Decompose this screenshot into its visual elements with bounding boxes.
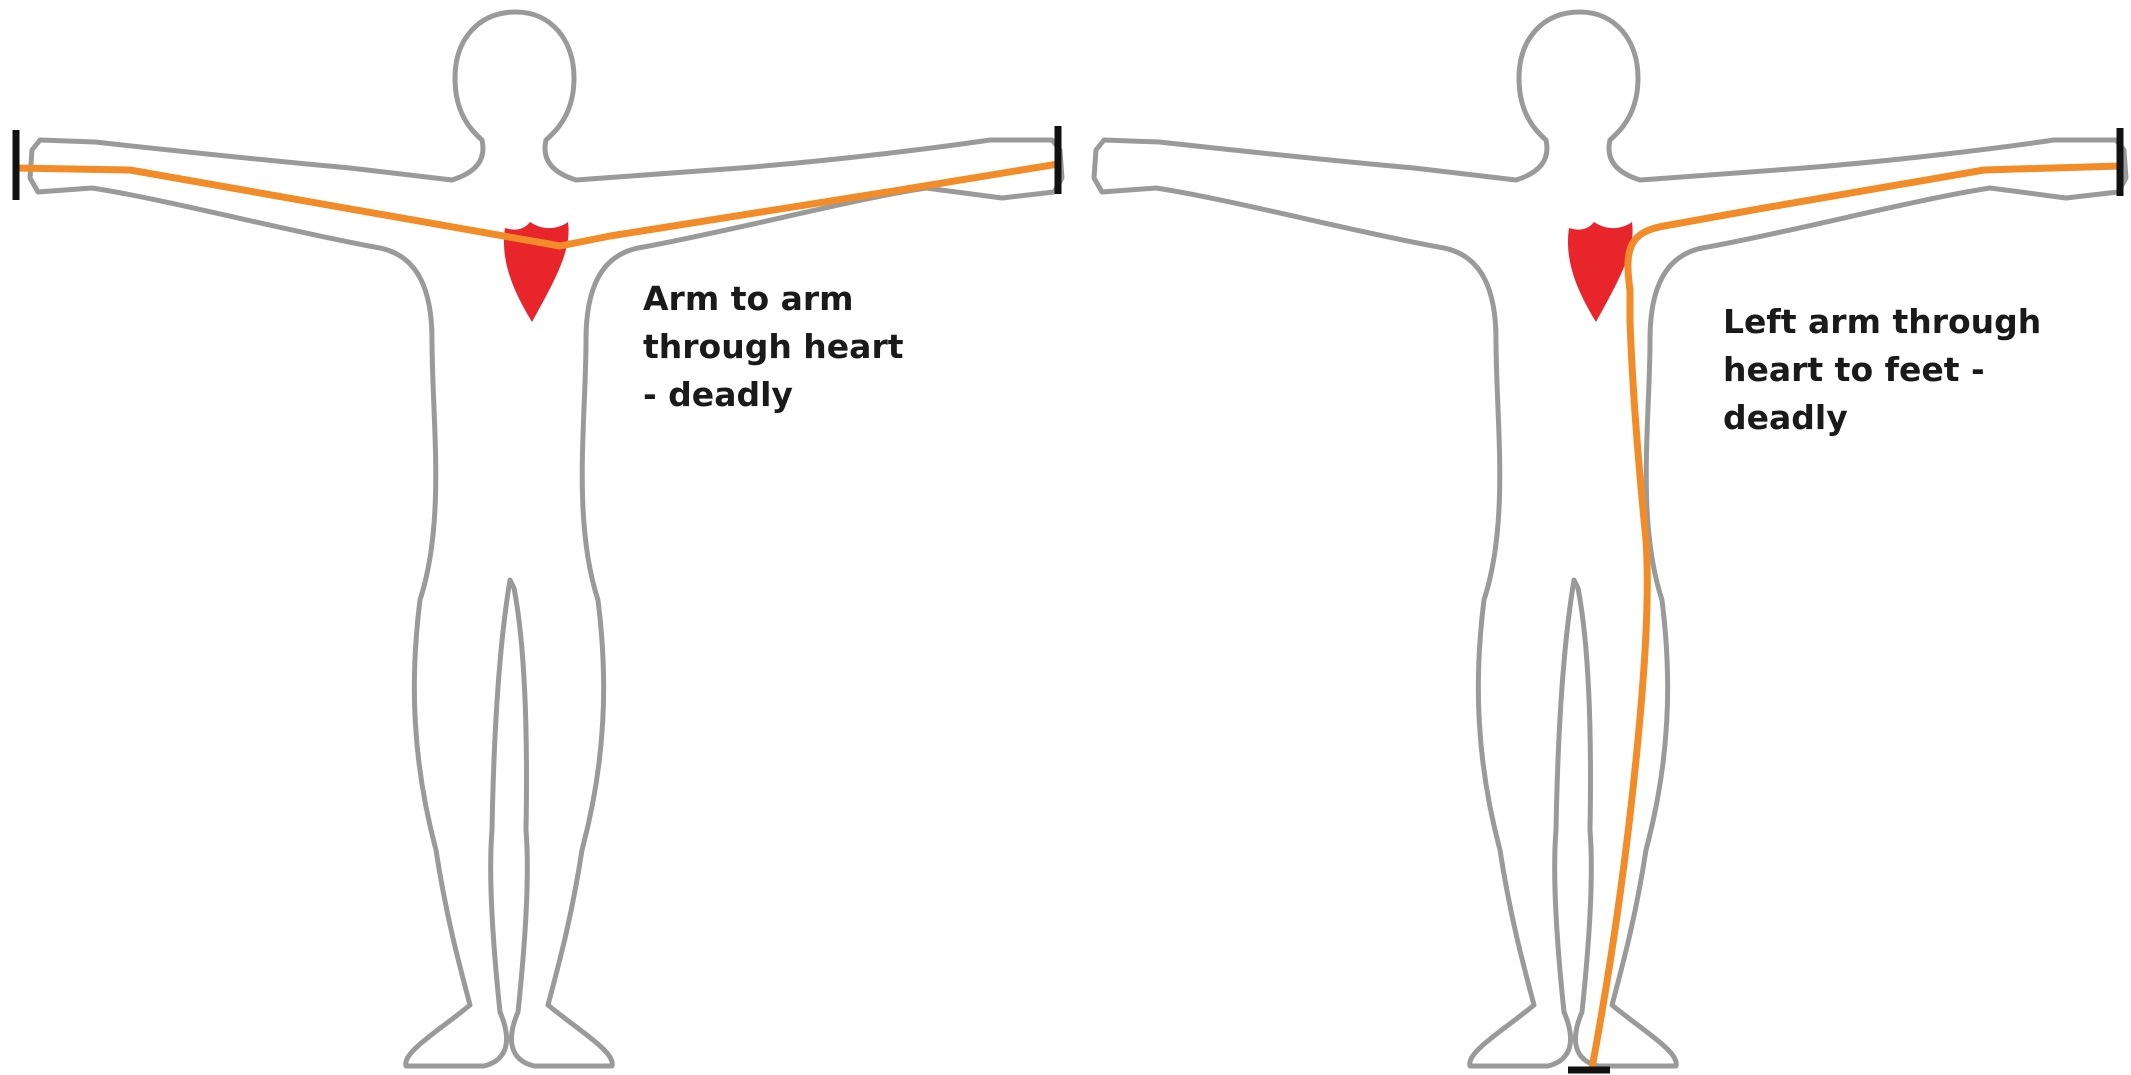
- caption-line: Arm to arm: [643, 275, 904, 323]
- human-body-outline: [30, 12, 1062, 1066]
- figure-arm-to-arm: [16, 12, 1062, 1066]
- caption-line: - deadly: [643, 371, 904, 419]
- caption-line: deadly: [1723, 394, 2041, 442]
- caption-line: through heart: [643, 323, 904, 371]
- caption-line: Left arm through: [1723, 298, 2041, 346]
- figure-left-arm-to-feet: [1094, 12, 2126, 1070]
- caption-line: heart to feet -: [1723, 346, 2041, 394]
- caption-arm-to-arm: Arm to arm through heart - deadly: [643, 275, 904, 419]
- caption-left-arm-to-feet: Left arm through heart to feet - deadly: [1723, 298, 2041, 442]
